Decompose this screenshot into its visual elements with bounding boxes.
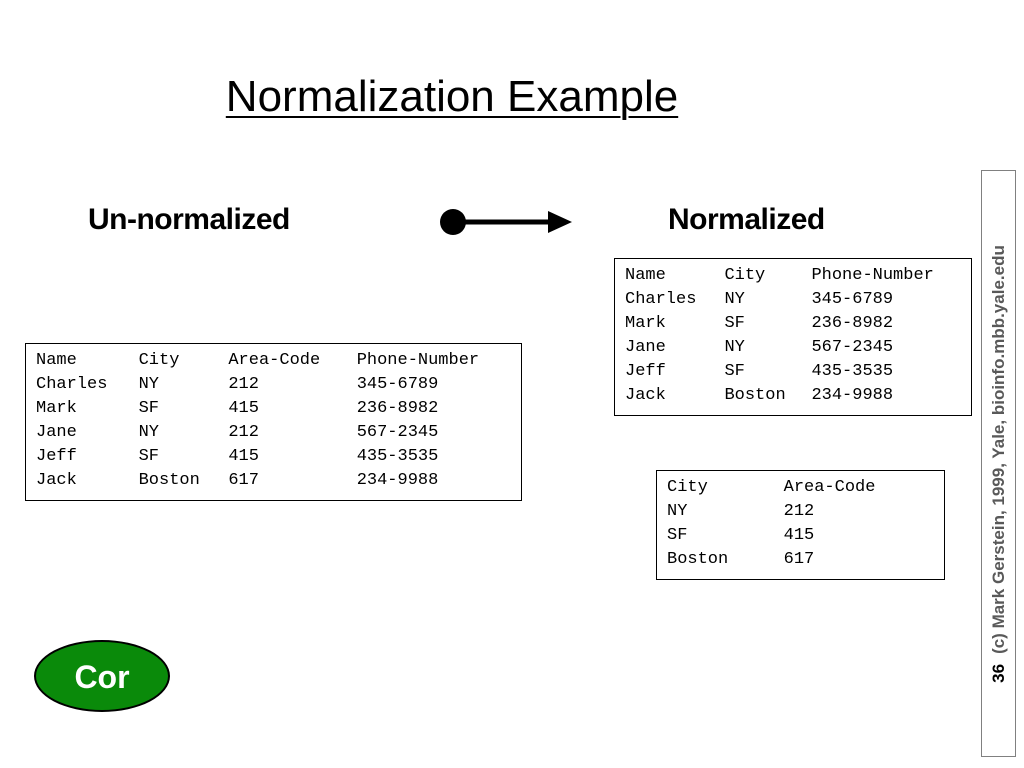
table-row: NY 212 — [667, 500, 934, 524]
table-header-row: City Area-Code — [667, 476, 934, 500]
table-cell: SF — [724, 362, 745, 381]
table-cell: 236-8982 — [811, 314, 894, 333]
table-row: Jack Boston 234-9988 — [625, 384, 961, 408]
table-header-row: Name City Phone-Number — [625, 264, 961, 288]
table-cell: 212 — [783, 502, 815, 521]
table-cell: 234-9988 — [356, 471, 439, 490]
table-row: Charles NY 212 345-6789 — [36, 373, 511, 397]
table-cell: Boston — [667, 550, 729, 569]
table-cell: 567-2345 — [811, 338, 894, 357]
table-cell: SF — [138, 399, 160, 418]
table-cell: 234-9988 — [811, 386, 894, 405]
table-cell: Boston — [138, 471, 200, 490]
table-cell: SF — [667, 526, 688, 545]
table-cell: 617 — [228, 471, 259, 490]
table-row: Jane NY 212 567-2345 — [36, 421, 511, 445]
table-row: Jeff SF 415 435-3535 — [36, 445, 511, 469]
table-row: Mark SF 415 236-8982 — [36, 397, 511, 421]
table-cell: 435-3535 — [356, 447, 439, 466]
cor-button[interactable]: Cor — [34, 640, 170, 712]
table-cell: Jane — [36, 423, 77, 442]
table-cell: NY — [138, 423, 160, 442]
sidebar-credit: 36 (c) Mark Gerstein, 1999, Yale, bioinfo… — [981, 170, 1016, 757]
arrow-right-icon — [440, 209, 572, 235]
table-row: Boston 617 — [667, 548, 934, 572]
table-cell: Mark — [625, 314, 666, 333]
heading-unnormalized: Un-normalized — [88, 203, 290, 236]
table-cell: 415 — [228, 447, 259, 466]
table-cell: 415 — [228, 399, 259, 418]
table-cell: 415 — [783, 526, 815, 545]
column-header: Name — [36, 351, 77, 370]
table-cell: 345-6789 — [811, 290, 894, 309]
table-cell: NY — [667, 502, 688, 521]
table-row: Charles NY 345-6789 — [625, 288, 961, 312]
table-row: Mark SF 236-8982 — [625, 312, 961, 336]
table-cell: Jane — [625, 338, 666, 357]
table-row: Jeff SF 435-3535 — [625, 360, 961, 384]
table-cell: Jack — [36, 471, 77, 490]
column-header: Area-Code — [783, 478, 876, 497]
credit-text: (c) Mark Gerstein, 1999, Yale, bioinfo.m… — [988, 244, 1008, 654]
column-header: Area-Code — [228, 351, 321, 370]
cor-button-label: Cor — [74, 659, 130, 695]
column-header: Phone-Number — [356, 351, 480, 370]
table-cell: 212 — [228, 375, 259, 394]
table-cell: Boston — [724, 386, 786, 405]
heading-normalized: Normalized — [668, 203, 825, 236]
table-cell: 345-6789 — [356, 375, 439, 394]
table-cell: 236-8982 — [356, 399, 439, 418]
column-header: Name — [625, 266, 666, 285]
table-cell: SF — [724, 314, 745, 333]
slide-title: Normalization Example — [225, 72, 679, 121]
table-row: SF 415 — [667, 524, 934, 548]
table-cell: Charles — [36, 375, 108, 394]
slide-number: 36 — [988, 663, 1008, 683]
table-cell: Charles — [625, 290, 697, 309]
table-cell: 617 — [783, 550, 815, 569]
column-header: City — [667, 478, 708, 497]
table-row: Jane NY 567-2345 — [625, 336, 961, 360]
table-cell: 435-3535 — [811, 362, 894, 381]
table-cell: NY — [724, 338, 745, 357]
table-cell: NY — [138, 375, 160, 394]
column-header: City — [724, 266, 766, 285]
table-cell: Jack — [625, 386, 666, 405]
table-cell: 212 — [228, 423, 259, 442]
table-cell: 567-2345 — [356, 423, 439, 442]
column-header: Phone-Number — [811, 266, 934, 285]
column-header: City — [138, 351, 180, 370]
table-cell: Mark — [36, 399, 77, 418]
table-cell: SF — [138, 447, 160, 466]
table-cell: Jeff — [36, 447, 77, 466]
table-cell: NY — [724, 290, 745, 309]
table-row: Jack Boston 617 234-9988 — [36, 469, 511, 493]
table-header-row: Name City Area-Code Phone-Number — [36, 349, 511, 373]
table-cell: Jeff — [625, 362, 666, 381]
